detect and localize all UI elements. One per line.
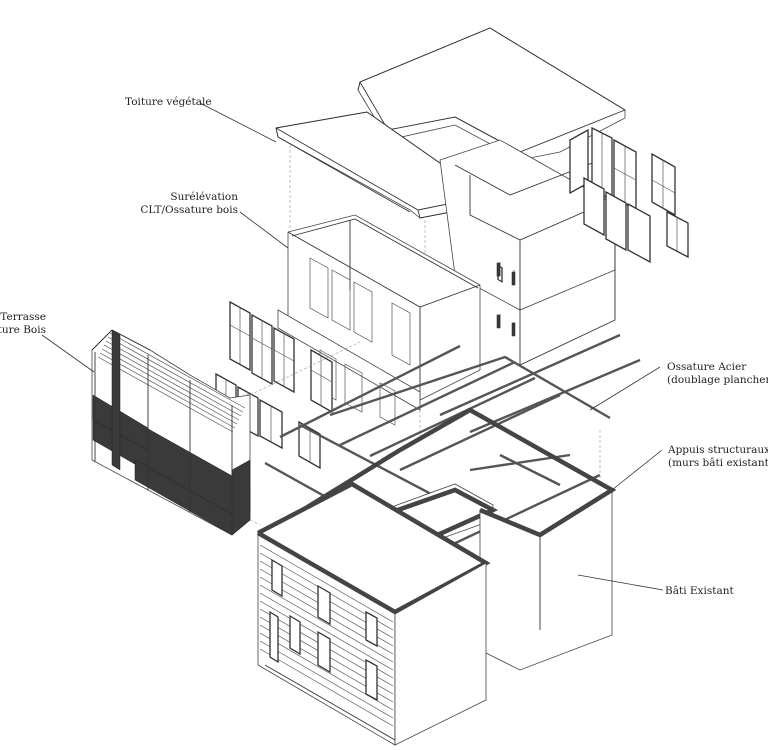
- label-extension-line1: Surélévation: [170, 191, 238, 203]
- label-terrace-line1: Terrasse: [0, 311, 46, 323]
- label-supports-line2: (murs bâti existant): [668, 457, 768, 469]
- label-steel-frame-line2: (doublage plancher R+: [667, 374, 768, 386]
- window-frames-right: [569, 126, 689, 264]
- label-terrace-line2: sature Bois: [0, 324, 46, 336]
- wooden-terrace: [91, 329, 361, 536]
- leader-lines: [41, 102, 664, 591]
- labels: Toiture végétale Surélévation CLT/Ossatu…: [0, 96, 768, 597]
- label-existing-building: Bâti Existant: [665, 585, 734, 597]
- existing-building: [256, 481, 614, 746]
- label-extension-line2: CLT/Ossature bois: [140, 204, 238, 216]
- label-green-roof: Toiture végétale: [125, 96, 212, 108]
- label-supports-line1: Appuis structuraux: [667, 444, 768, 456]
- label-steel-frame-line1: Ossature Acier: [667, 361, 747, 373]
